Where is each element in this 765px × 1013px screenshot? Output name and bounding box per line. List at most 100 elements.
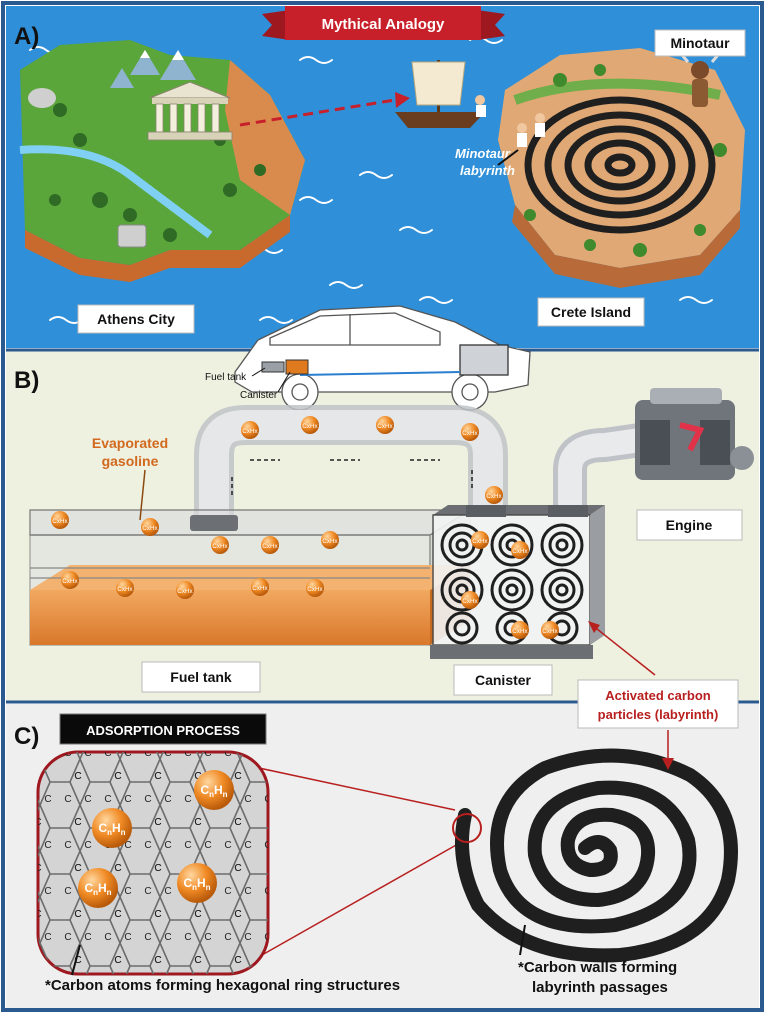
molecule-label: CxHx bbox=[52, 518, 68, 525]
carbon-atom-label: C bbox=[144, 840, 151, 851]
carbon-atom-label: C bbox=[164, 794, 171, 805]
walls-caption-pointer bbox=[519, 924, 526, 956]
panel-a: Minotaur labyrinth Mythical Analogy A) M… bbox=[6, 6, 759, 348]
carbon-atom-label: C bbox=[204, 932, 211, 943]
carbon-atom-label: C bbox=[144, 748, 151, 759]
carbon-atom-label: C bbox=[154, 771, 161, 782]
carbon-atom-label: C bbox=[154, 955, 161, 966]
carbon-atom-label: C bbox=[194, 771, 201, 782]
carbon-atom-label: C bbox=[104, 748, 111, 759]
label-engine: Engine bbox=[666, 517, 713, 533]
carbon-atom-label: C bbox=[74, 817, 81, 828]
activated-pointer-line bbox=[591, 624, 656, 676]
molecule-cnhn: CnHn bbox=[78, 868, 118, 908]
carbon-atom-label: C bbox=[34, 909, 41, 920]
molecule-label: CxHx bbox=[322, 538, 338, 545]
carbon-atom-label: C bbox=[244, 932, 251, 943]
carbon-atom-label: C bbox=[144, 932, 151, 943]
molecule-cxhx: CxHx bbox=[176, 581, 194, 599]
carbon-atom-label: C bbox=[114, 771, 121, 782]
carbon-atom-label: C bbox=[114, 909, 121, 920]
carbon-atom-label: C bbox=[64, 840, 71, 851]
molecule-label: CxHx bbox=[512, 548, 528, 555]
carbon-atom-label: C bbox=[164, 932, 171, 943]
molecule-label: CxHx bbox=[307, 586, 323, 593]
molecule-cnhn: CnHn bbox=[194, 770, 234, 810]
molecule-cxhx: CxHx bbox=[51, 511, 69, 529]
carbon-atom-label: C bbox=[244, 840, 251, 851]
carbon-atom-label: C bbox=[204, 840, 211, 851]
carbon-atom-label: C bbox=[44, 886, 51, 897]
carbon-atom-label: C bbox=[74, 909, 81, 920]
carbon-atom-label: C bbox=[234, 955, 241, 966]
molecule-label: CxHx bbox=[242, 428, 258, 435]
carbon-atom-label: C bbox=[234, 909, 241, 920]
molecule-label: CxHx bbox=[472, 538, 488, 545]
molecule-label: CxHx bbox=[542, 628, 558, 635]
carbon-atom-label: C bbox=[244, 886, 251, 897]
carbon-atom-label: C bbox=[84, 840, 91, 851]
minotaur-labyrinth-maze bbox=[524, 96, 716, 234]
molecule-cxhx: CxHx bbox=[461, 591, 479, 609]
carbon-atom-label: C bbox=[154, 771, 161, 782]
adsorption-title-box bbox=[59, 713, 267, 745]
molecule-cxhx: CxHx bbox=[376, 416, 394, 434]
molecule-cxhx: CxHx bbox=[541, 621, 559, 639]
carbon-atom-label: C bbox=[194, 909, 201, 920]
molecule-cnhn-label: CnHn bbox=[98, 821, 125, 837]
label-evaporated-2: gasoline bbox=[102, 453, 159, 469]
carbon-atom-label: C bbox=[84, 932, 91, 943]
molecule-cnhn: CnHn bbox=[177, 863, 217, 903]
carbon-atom-label: C bbox=[74, 771, 81, 782]
carbon-atom-label: C bbox=[154, 909, 161, 920]
molecule-cxhx: CxHx bbox=[306, 579, 324, 597]
molecule-cxhx: CxHx bbox=[211, 536, 229, 554]
carbon-atom-label: C bbox=[194, 909, 201, 920]
carbon-atom-label: C bbox=[224, 932, 231, 943]
carbon-atom-label: C bbox=[74, 955, 81, 966]
carbon-atom-label: C bbox=[124, 748, 131, 759]
carbon-atom-label: C bbox=[44, 840, 51, 851]
molecule-cxhx: CxHx bbox=[461, 423, 479, 441]
carbon-atom-label: C bbox=[224, 840, 231, 851]
label-labyrinth-2: labyrinth bbox=[460, 163, 515, 178]
carbon-atom-label: C bbox=[44, 794, 51, 805]
carbon-atom-label: C bbox=[234, 955, 241, 966]
panel-a-letter: A) bbox=[14, 23, 39, 50]
carbon-atom-label: C bbox=[154, 909, 161, 920]
carbon-atom-label: C bbox=[194, 955, 201, 966]
carbon-atom-label: C bbox=[184, 748, 191, 759]
label-labyrinth-1: Minotaur bbox=[455, 146, 511, 161]
panel-c-letter: C) bbox=[14, 723, 39, 750]
carbon-atom-label: C bbox=[194, 817, 201, 828]
engine-label-box bbox=[636, 509, 743, 541]
carbon-atom-label: C bbox=[244, 794, 251, 805]
molecule-cxhx: CxHx bbox=[241, 421, 259, 439]
theseus-figures bbox=[517, 113, 545, 147]
carbon-atom-label: C bbox=[234, 817, 241, 828]
carbon-atom-label: C bbox=[34, 863, 41, 874]
carbon-atom-label: C bbox=[64, 748, 71, 759]
molecule-cxhx: CxHx bbox=[511, 541, 529, 559]
molecule-label: CxHx bbox=[177, 588, 193, 595]
carbon-atom-label: C bbox=[64, 886, 71, 897]
label-minotaur: Minotaur bbox=[670, 35, 730, 51]
molecule-cxhx: CxHx bbox=[61, 571, 79, 589]
molecule-label: CxHx bbox=[462, 430, 478, 437]
canister-label-box bbox=[453, 664, 553, 696]
label-activated-2: particles (labyrinth) bbox=[598, 707, 719, 722]
molecule-cnhn-label: CnHn bbox=[183, 876, 210, 892]
label-crete: Crete Island bbox=[551, 304, 631, 320]
molecule-label: CxHx bbox=[62, 578, 78, 585]
carbon-atom-label: C bbox=[74, 909, 81, 920]
car-fuel-tank bbox=[261, 361, 285, 373]
molecule-label: CxHx bbox=[117, 586, 133, 593]
ship bbox=[395, 60, 486, 128]
carbon-atom-label: C bbox=[64, 932, 71, 943]
carbon-atom-label: C bbox=[114, 863, 121, 874]
carbon-atom-label: C bbox=[154, 817, 161, 828]
caption-walls-2: labyrinth passages bbox=[532, 979, 668, 996]
carbon-atom-label: C bbox=[184, 794, 191, 805]
